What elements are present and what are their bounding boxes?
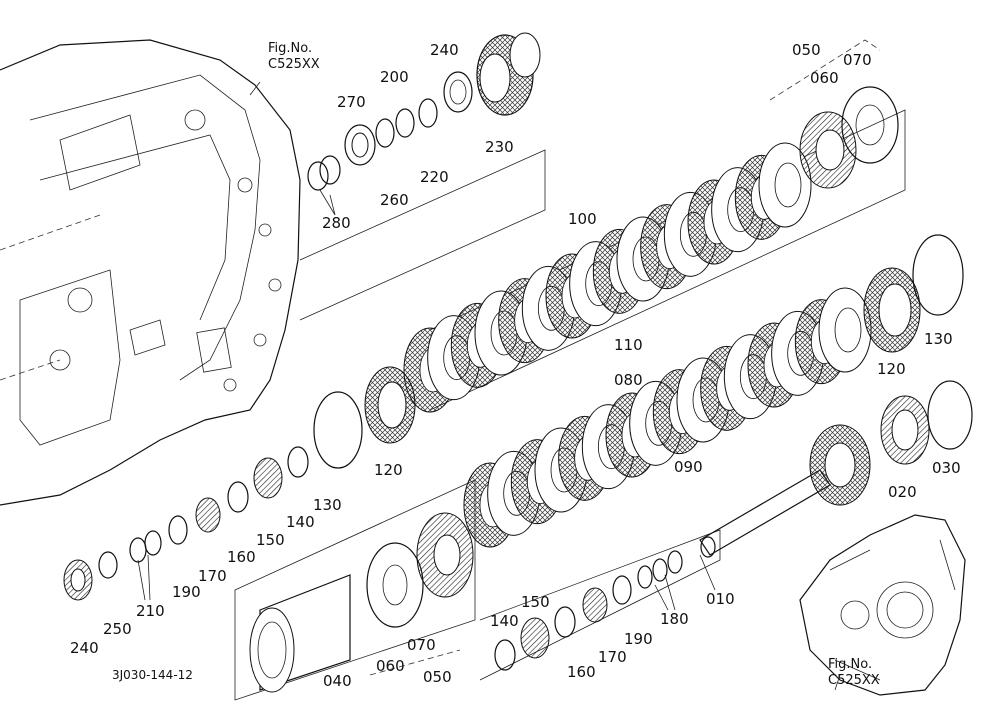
upper-clutch-plate-bore — [774, 162, 802, 208]
label-240-top: 240 — [430, 41, 459, 59]
label-160-left: 160 — [227, 548, 256, 566]
shaft-010 — [699, 424, 871, 558]
svg-text:Fig.No.: Fig.No. — [828, 657, 872, 672]
parts-020-030 — [880, 380, 973, 465]
label-160-right: 160 — [567, 663, 596, 681]
drawing-number: 3J030-144-12 — [112, 668, 193, 682]
label-050-bottom: 050 — [423, 668, 452, 686]
label-200: 200 — [380, 68, 409, 86]
label-220: 220 — [420, 168, 449, 186]
left-lower-part-row — [63, 446, 309, 601]
label-020: 020 — [888, 483, 917, 501]
leader-lines — [137, 81, 841, 691]
svg-text:C525XX: C525XX — [828, 673, 880, 688]
label-210: 210 — [136, 602, 165, 620]
label-170-left: 170 — [198, 567, 227, 585]
label-230: 230 — [485, 138, 514, 156]
label-090: 090 — [674, 458, 703, 476]
label-030: 030 — [932, 459, 961, 477]
label-080: 080 — [614, 371, 643, 389]
figure-ref-top: Fig.No. C525XX — [268, 41, 320, 72]
svg-text:C525XX: C525XX — [268, 57, 320, 72]
parts-050-060-070-lower — [366, 512, 474, 628]
label-060-bottom: 060 — [376, 657, 405, 675]
label-180: 180 — [660, 610, 689, 628]
label-110: 110 — [614, 336, 643, 354]
label-050-top: 050 — [792, 41, 821, 59]
label-150-left: 150 — [256, 531, 285, 549]
gear-230 — [476, 32, 541, 116]
label-100: 100 — [568, 210, 597, 228]
label-250: 250 — [103, 620, 132, 638]
label-270: 270 — [337, 93, 366, 111]
label-130-right: 130 — [924, 330, 953, 348]
drum-040 — [249, 574, 351, 693]
parts-120-130-left — [313, 366, 416, 469]
right-lower-part-row — [494, 550, 683, 671]
label-140-right: 140 — [490, 612, 519, 630]
label-010: 010 — [706, 590, 735, 608]
label-120-left: 120 — [374, 461, 403, 479]
part-labels: 240 230 270 200 260 220 280 050 060 070 … — [70, 41, 961, 690]
label-280: 280 — [322, 214, 351, 232]
label-240-bottom: 240 — [70, 639, 99, 657]
label-140-left: 140 — [286, 513, 315, 531]
label-040: 040 — [323, 672, 352, 690]
lower-clutch-pack — [463, 287, 872, 548]
label-260: 260 — [380, 191, 409, 209]
figure-ref-bottom: Fig.No. C525XX — [828, 657, 880, 688]
lower-clutch-plate-bore — [834, 307, 862, 353]
rear-cover-drawing — [799, 514, 966, 696]
parts-120-130-right — [863, 234, 964, 353]
label-170-right: 170 — [598, 648, 627, 666]
label-120-right: 120 — [877, 360, 906, 378]
label-130-left: 130 — [313, 496, 342, 514]
parts-050-060-070-upper — [799, 86, 899, 189]
label-070-top: 070 — [843, 51, 872, 69]
label-190-right: 190 — [624, 630, 653, 648]
label-060-top: 060 — [810, 69, 839, 87]
top-ring-series — [307, 71, 473, 191]
svg-text:Fig.No.: Fig.No. — [268, 41, 312, 56]
label-070-bottom: 070 — [407, 636, 436, 654]
transmission-housing-drawing — [0, 39, 301, 506]
label-150-right: 150 — [521, 593, 550, 611]
label-190-left: 190 — [172, 583, 201, 601]
upper-clutch-pack — [403, 142, 812, 413]
